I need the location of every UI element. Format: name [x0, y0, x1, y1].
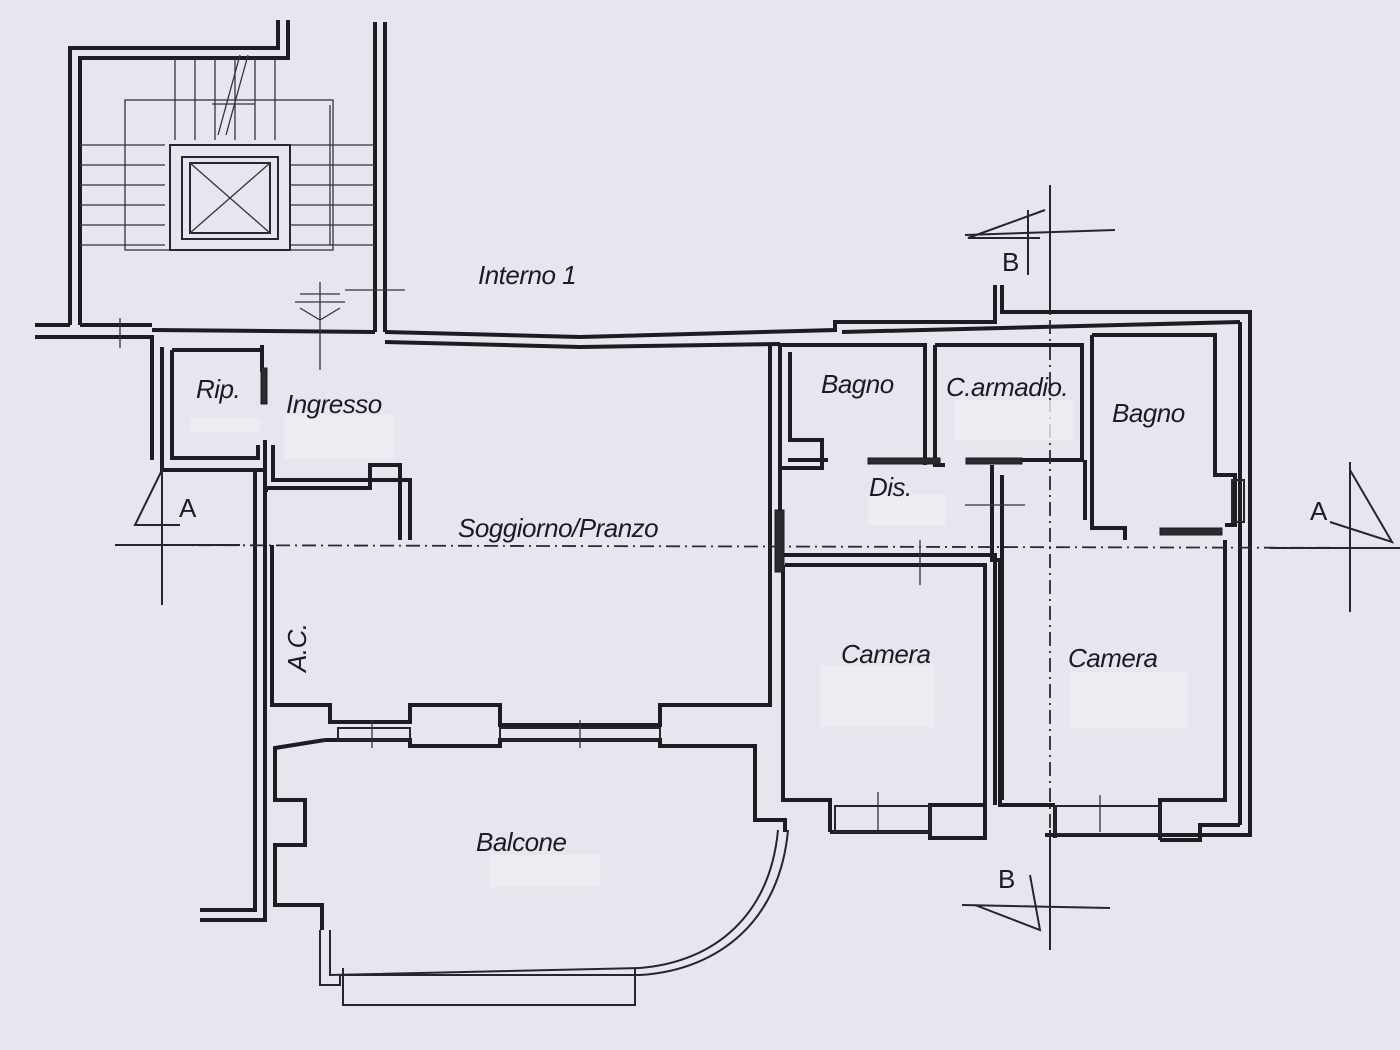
label-ingresso: Ingresso	[286, 389, 382, 419]
label-interno: Interno 1	[478, 260, 577, 290]
section-marker-b-top: B	[1002, 247, 1020, 277]
label-ripostiglio: Rip.	[196, 374, 241, 404]
label-camera-2: Camera	[1068, 643, 1158, 673]
section-lines	[115, 185, 1400, 950]
section-marker-a-right: A	[1310, 496, 1328, 526]
smudge	[820, 665, 935, 727]
smudge	[1070, 672, 1188, 728]
label-bagno-1: Bagno	[821, 369, 894, 399]
label-aria-condizionata: A.C.	[282, 623, 312, 672]
label-cabina-armadio: C.armadio.	[946, 372, 1069, 402]
smudge	[955, 400, 1073, 440]
label-balcone: Balcone	[476, 827, 567, 857]
label-disimpegno: Dis.	[869, 472, 912, 502]
smudge	[190, 418, 260, 432]
label-camera-1: Camera	[841, 639, 931, 669]
smudge	[868, 495, 946, 525]
stairwell	[68, 20, 387, 332]
label-bagno-2: Bagno	[1112, 398, 1185, 428]
smudge	[284, 415, 394, 459]
section-marker-a-left: A	[179, 493, 197, 523]
doors	[260, 282, 1245, 835]
section-marker-b-bottom: B	[998, 864, 1016, 894]
label-soggiorno: Soggiorno/Pranzo	[458, 513, 659, 543]
smudge	[490, 855, 600, 887]
